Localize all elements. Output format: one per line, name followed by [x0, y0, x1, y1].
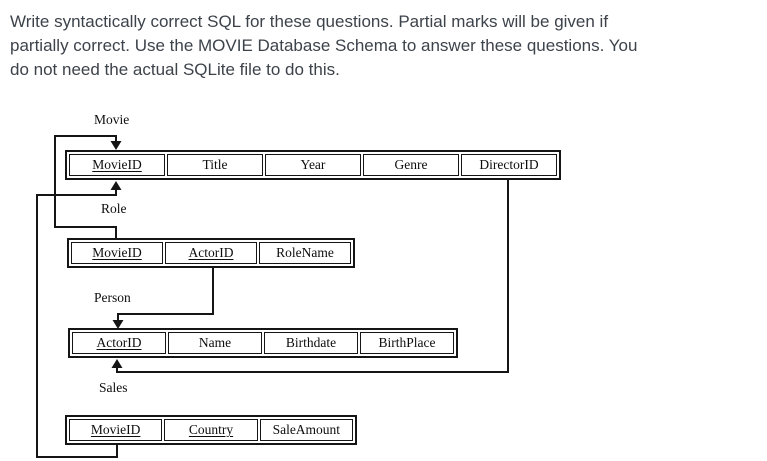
arrowhead-down-icon — [112, 320, 124, 329]
sales-table: MovieID Country SaleAmount — [65, 415, 357, 445]
fk-role-actorid-to-person-connector — [112, 268, 214, 329]
role-table-label: Role — [100, 201, 128, 217]
column-cell-actorid: ActorID — [72, 332, 166, 354]
question-instructions: Write syntactically correct SQL for thes… — [10, 10, 760, 82]
column-label: MovieID — [90, 422, 141, 437]
column-label: MovieID — [92, 245, 142, 260]
column-label: DirectorID — [479, 157, 539, 172]
column-cell-actorid: ActorID — [165, 242, 257, 264]
column-label: RoleName — [276, 245, 334, 260]
column-cell-movieid: MovieID — [69, 419, 163, 441]
person-table-label: Person — [93, 290, 132, 306]
fk-directorid-to-person-connector — [111, 179, 509, 373]
instruction-line: partially correct. Use the MOVIE Databas… — [10, 36, 638, 55]
column-label: Title — [202, 157, 228, 172]
column-label: Country — [188, 422, 234, 437]
column-cell-movieid: MovieID — [71, 242, 163, 264]
sales-table-label: Sales — [98, 380, 129, 396]
role-table: MovieID ActorID RoleName — [67, 238, 355, 268]
column-cell-rolename: RoleName — [259, 242, 351, 264]
column-cell-birthdate: Birthdate — [264, 332, 358, 354]
column-label: MovieID — [92, 157, 142, 172]
column-cell-movieid: MovieID — [69, 154, 165, 176]
column-cell-saleamount: SaleAmount — [259, 419, 353, 441]
arrowhead-down-icon — [110, 141, 122, 150]
column-cell-name: Name — [168, 332, 262, 354]
column-cell-year: Year — [265, 154, 361, 176]
movie-table-label: Movie — [93, 112, 131, 128]
column-label: Genre — [394, 157, 428, 172]
arrowhead-up-icon — [111, 359, 123, 368]
column-label: BirthPlace — [378, 335, 436, 350]
column-cell-title: Title — [167, 154, 263, 176]
person-table: ActorID Name Birthdate BirthPlace — [68, 328, 458, 358]
fk-role-movieid-to-movie-connector — [54, 135, 122, 238]
column-cell-birthplace: BirthPlace — [360, 332, 454, 354]
column-cell-genre: Genre — [363, 154, 459, 176]
column-cell-country: Country — [164, 419, 258, 441]
column-label: Year — [300, 157, 326, 172]
column-cell-directorid: DirectorID — [461, 154, 557, 176]
column-label: ActorID — [188, 245, 234, 260]
column-label: Birthdate — [285, 335, 337, 350]
column-label: ActorID — [96, 335, 142, 350]
instruction-line: Write syntactically correct SQL for thes… — [10, 12, 609, 31]
instruction-line: do not need the actual SQLite file to do… — [10, 60, 340, 79]
arrowhead-up-icon — [110, 181, 122, 190]
fk-sales-movieid-to-movie-connector — [36, 181, 122, 458]
movie-table: MovieID Title Year Genre DirectorID — [65, 150, 561, 180]
column-label: Name — [198, 335, 232, 350]
column-label: SaleAmount — [272, 422, 341, 437]
